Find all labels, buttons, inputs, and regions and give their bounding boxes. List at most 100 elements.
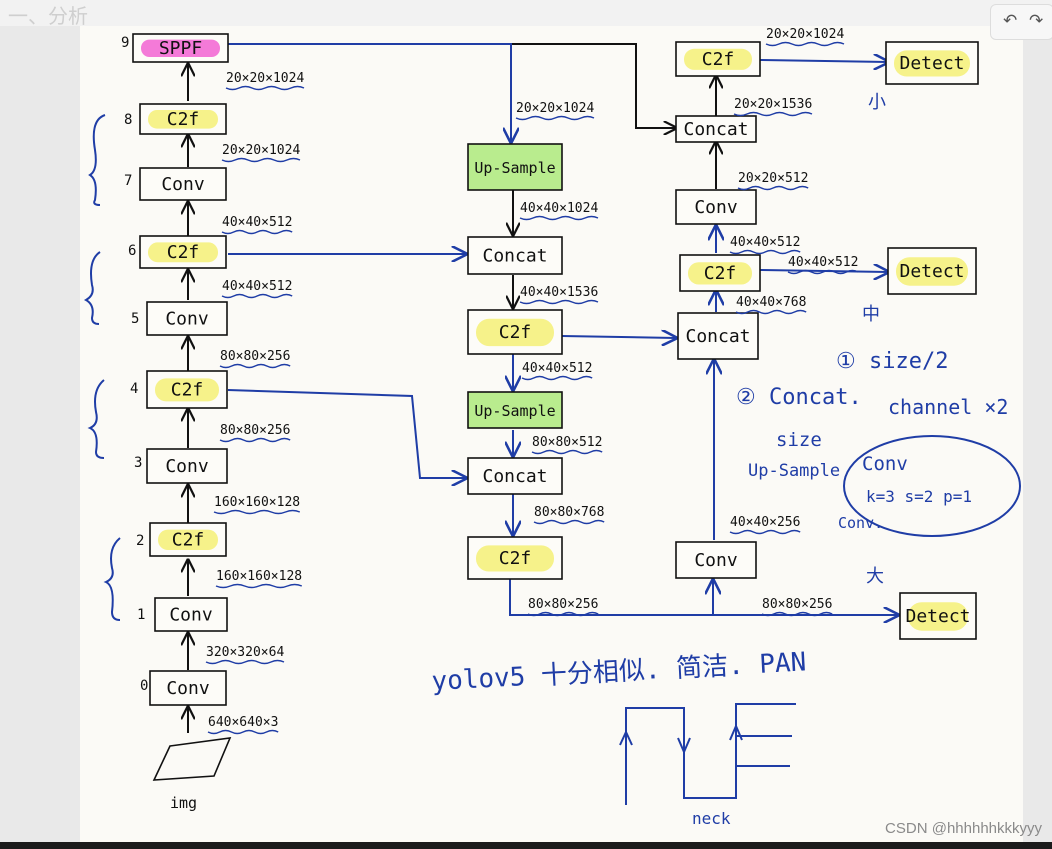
dim-underline-d_m1 bbox=[515, 115, 595, 121]
dim-label-d_m5: 80×80×512 bbox=[532, 435, 602, 450]
scale-large: 大 bbox=[866, 566, 884, 587]
undo-icon[interactable]: ↶ bbox=[1003, 11, 1018, 31]
node-catr1: Concat bbox=[675, 115, 757, 143]
node-label-det1: Detect bbox=[899, 53, 964, 74]
dim-underline-d_m6 bbox=[533, 519, 605, 525]
node-label-c2fr2: C2f bbox=[704, 263, 737, 284]
node-label-up1: Up-Sample bbox=[474, 159, 555, 177]
top-bar: 一、分析 bbox=[0, 0, 1052, 28]
dim-label-d_r5: 40×40×512 bbox=[788, 255, 858, 270]
node-label-c2fr1: C2f bbox=[702, 49, 735, 70]
note-neck: neck bbox=[692, 809, 731, 828]
layer-index-8: 8 bbox=[124, 112, 132, 128]
dim-label-d_r1: 20×20×1024 bbox=[766, 27, 844, 42]
node-label-conv0: Conv bbox=[166, 678, 209, 699]
dim-underline-d_m3 bbox=[519, 299, 599, 305]
note-conv-params: k=3 s=2 p=1 bbox=[866, 487, 972, 506]
node-c2f4: C2f bbox=[146, 370, 228, 409]
layer-index-4: 4 bbox=[130, 381, 138, 397]
note-size: size bbox=[776, 429, 822, 451]
edge-c2fr1-det1 bbox=[759, 60, 888, 62]
dim-label-d_4: 80×80×256 bbox=[220, 349, 290, 364]
bracket-stage-2 bbox=[103, 537, 121, 621]
dim-label-d_in: 640×640×3 bbox=[208, 715, 278, 730]
note-upsample: Up-Sample bbox=[748, 461, 840, 481]
node-label-sppf: SPPF bbox=[159, 38, 202, 59]
node-label-catr2: Concat bbox=[685, 326, 750, 347]
dim-underline-d_1 bbox=[215, 583, 303, 589]
redo-icon[interactable]: ↷ bbox=[1029, 11, 1044, 31]
node-label-cat2: Concat bbox=[482, 466, 547, 487]
dim-label-d_r2: 20×20×1536 bbox=[734, 97, 812, 112]
bracket-stage-6 bbox=[83, 251, 101, 325]
dim-label-d_sppf: 20×20×1024 bbox=[226, 71, 304, 86]
node-convr2: Conv bbox=[675, 541, 757, 579]
edit-toolbar: ↶ ↷ bbox=[990, 4, 1052, 40]
layer-index-5: 5 bbox=[131, 311, 139, 327]
node-conv1: Conv bbox=[154, 597, 228, 632]
dim-label-d_m1: 20×20×1024 bbox=[516, 101, 594, 116]
node-label-conv7: Conv bbox=[161, 174, 204, 195]
node-c2fr2: C2f bbox=[679, 254, 761, 292]
neck-arrow-1 bbox=[677, 737, 691, 755]
dim-label-d_r7: 40×40×256 bbox=[730, 515, 800, 530]
node-cat1: Concat bbox=[467, 236, 563, 275]
node-det3: Detect bbox=[899, 592, 977, 640]
dim-label-d_m4: 40×40×512 bbox=[522, 361, 592, 376]
dim-underline-d_5 bbox=[221, 293, 293, 299]
scale-medium: 中 bbox=[862, 304, 880, 325]
node-label-cat1: Concat bbox=[482, 246, 547, 267]
node-c2f6: C2f bbox=[139, 235, 227, 269]
dim-underline-d_r7 bbox=[729, 529, 801, 535]
dim-underline-d_r1 bbox=[765, 41, 845, 47]
node-c2fm1: C2f bbox=[467, 309, 563, 355]
edge-c2f4-cat2 bbox=[227, 389, 466, 478]
dim-underline-d_m4 bbox=[521, 375, 593, 381]
node-convr1: Conv bbox=[675, 189, 757, 225]
node-c2fm2: C2f bbox=[467, 536, 563, 580]
neck-sketch bbox=[625, 703, 796, 805]
dim-underline-d_r8 bbox=[761, 611, 833, 617]
note-size-half: ① size/2 bbox=[836, 349, 948, 374]
input-image-shape bbox=[152, 737, 232, 781]
note-bottom: yolov5 十分相似. 简洁. PAN bbox=[431, 647, 807, 697]
node-label-c2f6: C2f bbox=[167, 242, 200, 263]
node-det2: Detect bbox=[887, 247, 977, 295]
dim-underline-d_r5 bbox=[787, 269, 859, 275]
dim-underline-d_4 bbox=[219, 363, 291, 369]
node-catr2: Concat bbox=[677, 312, 759, 360]
node-label-det3: Detect bbox=[905, 606, 970, 627]
scale-small: 小 bbox=[868, 92, 886, 113]
dim-underline-d_r2 bbox=[733, 111, 813, 117]
node-conv7: Conv bbox=[139, 167, 227, 201]
node-conv0: Conv bbox=[149, 670, 227, 706]
dim-label-d_6: 40×40×512 bbox=[222, 215, 292, 230]
node-det1: Detect bbox=[885, 41, 979, 85]
dim-underline-d_sppf bbox=[225, 85, 305, 91]
bottom-bar bbox=[0, 842, 1052, 849]
node-label-c2fm2: C2f bbox=[499, 548, 532, 569]
node-conv5: Conv bbox=[146, 301, 228, 336]
layer-index-2: 2 bbox=[136, 533, 144, 549]
note-conv-circle bbox=[843, 435, 1021, 537]
node-sppf: SPPF bbox=[132, 33, 229, 63]
dim-label-d_8: 20×20×1024 bbox=[222, 143, 300, 158]
node-label-c2f2: C2f bbox=[172, 530, 205, 551]
node-label-det2: Detect bbox=[899, 261, 964, 282]
dim-label-d_r4: 40×40×512 bbox=[730, 235, 800, 250]
dim-label-d_m6: 80×80×768 bbox=[534, 505, 604, 520]
dim-underline-d_3 bbox=[219, 437, 291, 443]
dim-label-d_r8: 80×80×256 bbox=[762, 597, 832, 612]
dim-label-d_5: 40×40×512 bbox=[222, 279, 292, 294]
dim-underline-d_r4 bbox=[729, 249, 801, 255]
note-conv-title: Conv bbox=[862, 453, 908, 475]
watermark: CSDN @hhhhhhkkkyyy bbox=[885, 820, 1042, 837]
edge-sppf-up1 bbox=[228, 43, 511, 142]
dim-label-d_m7: 80×80×256 bbox=[528, 597, 598, 612]
dim-underline-d_m7 bbox=[527, 611, 599, 617]
dim-underline-d_8 bbox=[221, 157, 301, 163]
node-label-c2f8: C2f bbox=[167, 109, 200, 130]
node-label-catr1: Concat bbox=[683, 119, 748, 140]
layer-index-6: 6 bbox=[128, 243, 136, 259]
bracket-stage-4 bbox=[87, 379, 105, 459]
